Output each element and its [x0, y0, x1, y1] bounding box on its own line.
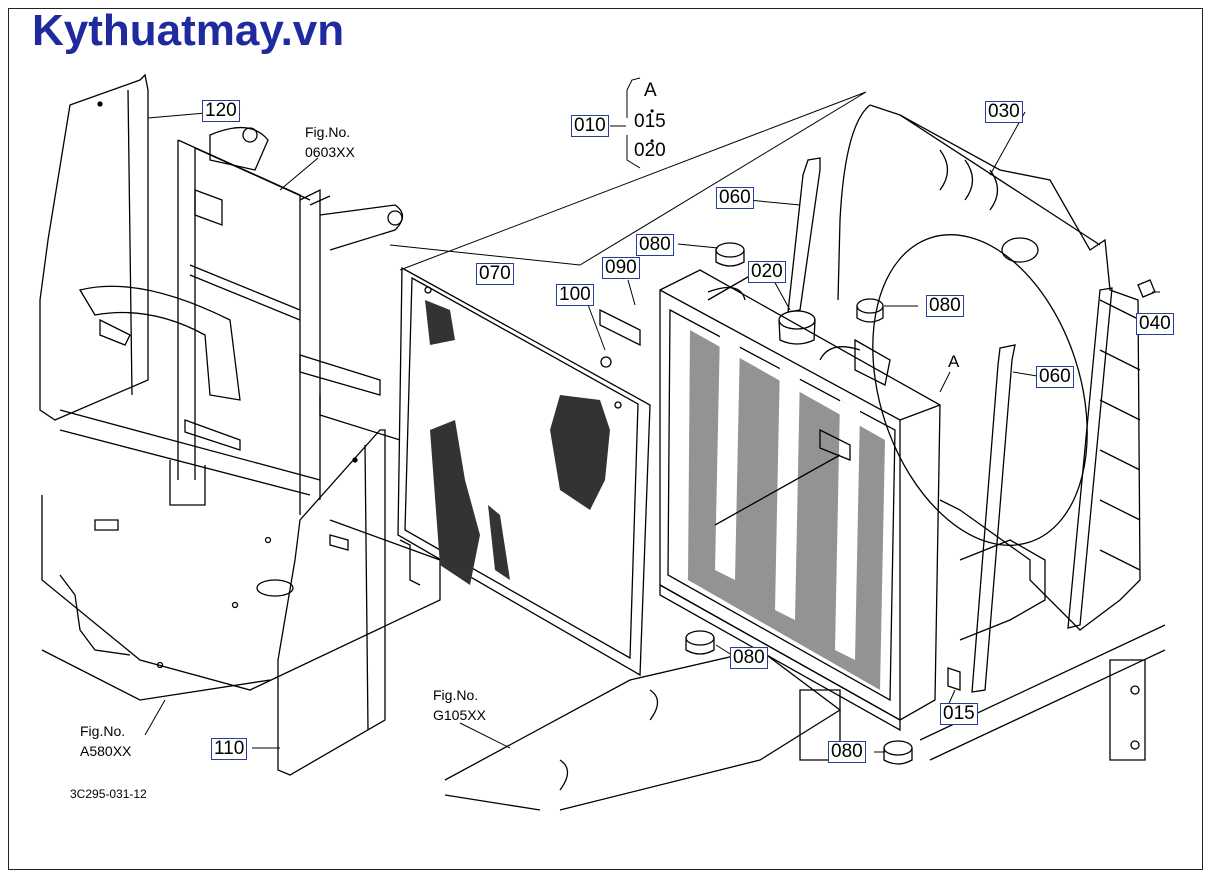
fig-ref-bottom-left-label: Fig.No. — [80, 723, 126, 739]
callout-060-right[interactable]: 060 — [1036, 366, 1074, 388]
group-010-dot: • — [650, 104, 655, 118]
callout-015[interactable]: 015 — [940, 703, 978, 725]
callout-070[interactable]: 070 — [476, 263, 514, 285]
group-010-item-015: 015 — [634, 111, 666, 132]
callout-010[interactable]: 010 — [571, 115, 609, 137]
seal-060-drawing — [787, 157, 1113, 693]
callout-020[interactable]: 020 — [748, 261, 786, 283]
floor-pan-drawing — [41, 495, 441, 701]
watermark-logo: Kythuatmay.vn — [32, 6, 345, 55]
fig-ref-bottom-left-number[interactable]: A580XX — [80, 743, 132, 759]
fig-ref-top-label: Fig.No. — [305, 124, 351, 140]
callout-030[interactable]: 030 — [985, 101, 1023, 123]
radiator-drawing — [599, 269, 941, 732]
callout-110[interactable]: 110 — [211, 738, 248, 760]
fig-ref-bottom-mid-number[interactable]: G105XX — [433, 707, 486, 723]
side-panel-110-drawing — [277, 429, 386, 776]
cushions-drawing — [685, 242, 1156, 765]
group-010-marker-a: A — [644, 80, 657, 101]
callout-040[interactable]: 040 — [1136, 313, 1174, 335]
callout-080-top-right[interactable]: 080 — [926, 295, 964, 317]
group-010-dot: • — [650, 134, 655, 148]
callout-100[interactable]: 100 — [556, 284, 594, 306]
drawing-frame — [8, 8, 1203, 870]
callout-080-bottom-left[interactable]: 080 — [730, 647, 768, 669]
bracket-frame-drawing — [59, 126, 404, 515]
callout-060-top[interactable]: 060 — [716, 187, 754, 209]
screen-070-drawing — [397, 266, 651, 677]
callout-090[interactable]: 090 — [602, 257, 640, 279]
fig-ref-bottom-mid-label: Fig.No. — [433, 687, 479, 703]
callout-080-top-left[interactable]: 080 — [636, 234, 674, 256]
drawing-code: 3C295-031-12 — [70, 787, 147, 801]
side-panel-120-drawing — [39, 73, 149, 421]
callout-120[interactable]: 120 — [202, 100, 240, 122]
marker-a-radiator: A — [948, 352, 960, 371]
leader-lines — [144, 77, 1160, 753]
fig-ref-top-number[interactable]: 0603XX — [305, 144, 355, 160]
callout-080-bottom-right[interactable]: 080 — [828, 741, 866, 763]
fan-shroud-030-drawing — [837, 104, 1141, 631]
group-010-item-020: 020 — [634, 140, 666, 161]
